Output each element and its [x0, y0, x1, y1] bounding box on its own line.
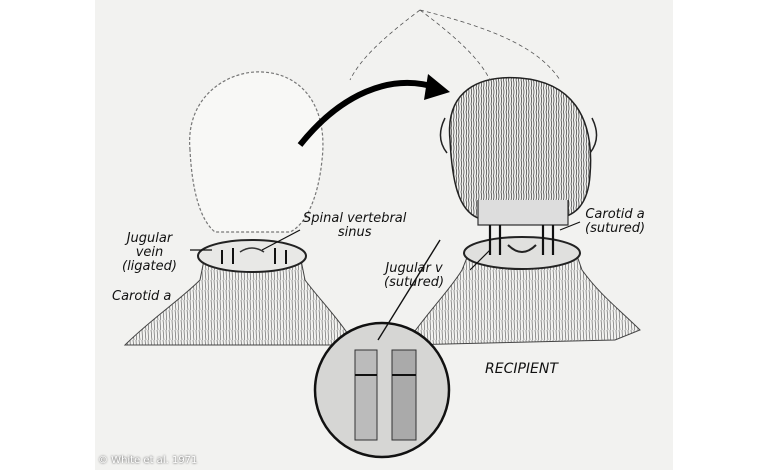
magnified-inset — [313, 239, 451, 459]
donor-body — [123, 239, 356, 346]
label-jugular-sutured: Jugular v(sutured) — [384, 261, 445, 290]
leader-lines — [190, 221, 581, 271]
label-recipient: RECIPIENT — [485, 361, 558, 377]
donor-head — [189, 71, 324, 233]
image-credit: © White et al. 1971 — [98, 455, 198, 466]
label-carotid-sutured: Carotid a(sutured) — [585, 207, 646, 236]
recipient-body — [404, 225, 641, 346]
label-carotid-left: Carotid a — [112, 289, 172, 304]
recipient-head — [439, 76, 598, 226]
transfer-arrow — [297, 9, 561, 147]
